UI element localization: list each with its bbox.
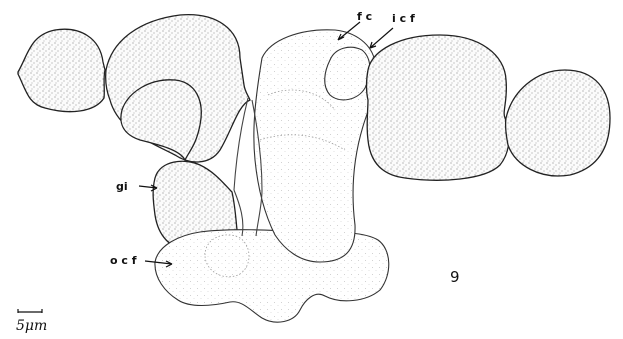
scale-bar-line: [18, 309, 42, 313]
label-ocf: o c f: [110, 254, 137, 267]
label-fc: f c: [357, 10, 372, 23]
right-vegetative-cell: [367, 35, 509, 180]
figure-number: 9: [450, 268, 460, 286]
scale-bar-label: 5μm: [16, 318, 47, 334]
outer-cortical-filament: [155, 230, 389, 322]
left-end-cell: [18, 29, 105, 111]
label-gi: gi: [116, 180, 128, 193]
label-icf: i c f: [392, 12, 415, 25]
stalk-lower: [234, 190, 262, 236]
right-end-cell: [506, 70, 610, 176]
